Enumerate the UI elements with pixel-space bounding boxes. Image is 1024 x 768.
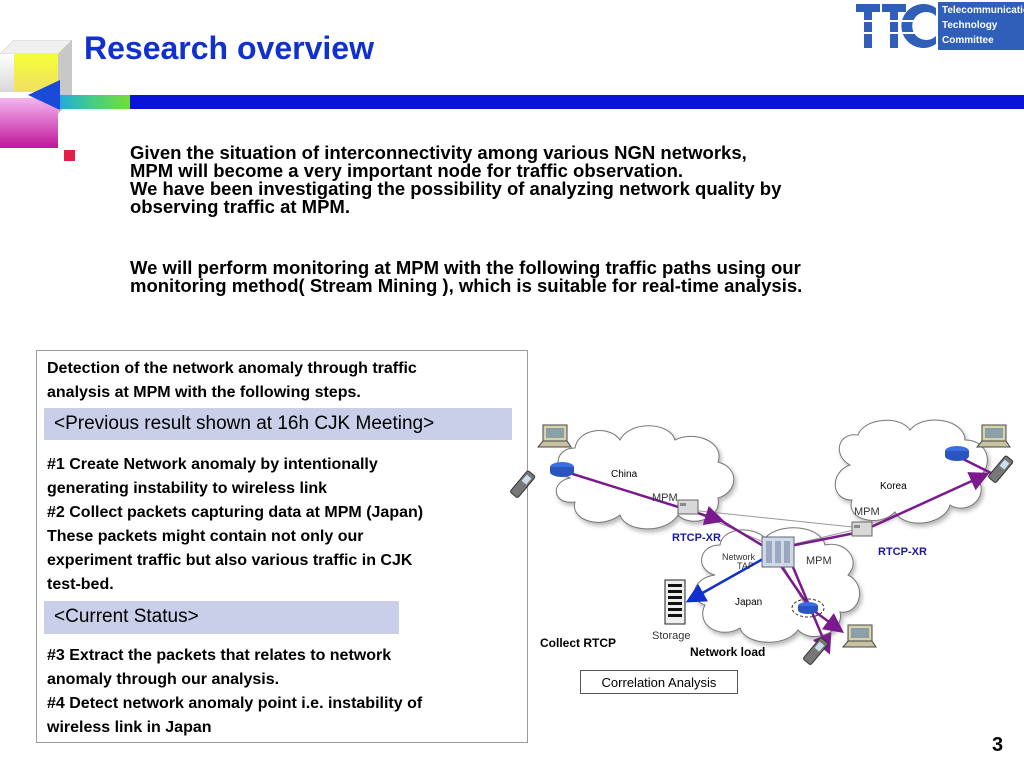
box-heading-line: Detection of the network anomaly through… — [47, 360, 417, 377]
intro-line: monitoring method( Stream Mining ), whic… — [130, 275, 803, 296]
china-label: China — [611, 469, 638, 480]
router-icon — [945, 446, 969, 461]
network-load-label: Network load — [690, 645, 765, 659]
japan-label: Japan — [735, 597, 762, 608]
wireless-link-circle — [791, 598, 825, 618]
slide-title: Research overview — [84, 30, 374, 66]
ttc-logo-mark — [852, 0, 936, 52]
mpm-device-icon — [851, 521, 873, 537]
laptop-icon — [841, 624, 877, 648]
router-icon — [798, 602, 818, 614]
page-number: 3 — [992, 734, 1004, 756]
rtcp-xr-label-korea: RTCP-XR — [878, 546, 927, 558]
intro-line: We will perform monitoring at MPM with t… — [130, 257, 801, 278]
intro-line: observing traffic at MPM. — [130, 196, 350, 217]
rtcp-xr-label-china: RTCP-XR — [672, 532, 721, 544]
storage-label: Storage — [652, 630, 691, 642]
router-icon — [550, 462, 574, 477]
current-steps: #3 Extract the packets that relates to n… — [47, 644, 422, 740]
step-line: test-bed. — [47, 576, 114, 593]
mpm-label-korea: MPM — [854, 506, 880, 518]
intro-line: Given the situation of interconnectivity… — [130, 142, 747, 163]
correlation-analysis-box: Correlation Analysis — [580, 670, 738, 694]
mobile-phone-icon — [988, 455, 1014, 483]
steps-box — [36, 350, 528, 743]
header-gradient-bar — [60, 95, 130, 109]
previous-steps: #1 Create Network anomaly by intentional… — [47, 453, 423, 597]
mobile-phone-icon — [510, 470, 536, 498]
intro-line: MPM will become a very important node fo… — [130, 160, 684, 181]
logo-line-1: Telecommunication — [942, 5, 1024, 16]
intro-line: We have been investigating the possibili… — [130, 178, 782, 199]
step-line: #3 Extract the packets that relates to n… — [47, 647, 392, 664]
network-diagram: China Korea Japan — [510, 419, 1014, 665]
header-cube-decoration — [0, 40, 73, 148]
korea-label: Korea — [880, 481, 907, 492]
current-status-label: <Current Status> — [44, 601, 399, 634]
network-tap-label: TAP — [737, 561, 754, 571]
box-heading-line: analysis at MPM with the following steps… — [47, 384, 361, 401]
laptop-icon — [536, 424, 572, 448]
collect-rtcp-label: Collect RTCP — [540, 636, 616, 650]
intro-paragraph-1: Given the situation of interconnectivity… — [130, 142, 782, 217]
header-rule — [130, 95, 1024, 109]
logo-line-3: Committee — [942, 35, 994, 46]
logo-line-2: Technology — [942, 20, 998, 31]
mpm-label-japan: MPM — [806, 555, 832, 567]
step-line: wireless link in Japan — [47, 719, 212, 736]
square-bullet-icon — [64, 150, 75, 161]
step-line: #2 Collect packets capturing data at MPM… — [47, 504, 424, 521]
box-heading: Detection of the network anomaly through… — [47, 357, 417, 405]
mobile-phone-icon — [803, 637, 829, 665]
laptop-icon — [975, 424, 1011, 448]
mpm-label-china: MPM — [652, 492, 678, 504]
step-line: #4 Detect network anomaly point i.e. ins… — [47, 695, 423, 712]
step-line: anomaly through our analysis. — [47, 671, 280, 688]
step-line: experiment traffic but also various traf… — [47, 552, 413, 569]
ttc-logo-text: Telecommunication Technology Committee — [938, 2, 1024, 50]
storage-icon — [664, 579, 686, 625]
previous-result-label: <Previous result shown at 16h CJK Meetin… — [44, 408, 512, 440]
mpm-device-icon — [677, 499, 699, 515]
server-rack-icon — [761, 536, 795, 568]
step-line: generating instability to wireless link — [47, 480, 328, 497]
network-tap-label: Network — [722, 552, 756, 562]
step-line: These packets might contain not only our — [47, 528, 364, 545]
step-line: #1 Create Network anomaly by intentional… — [47, 456, 378, 473]
intro-paragraph-2: We will perform monitoring at MPM with t… — [130, 257, 803, 296]
